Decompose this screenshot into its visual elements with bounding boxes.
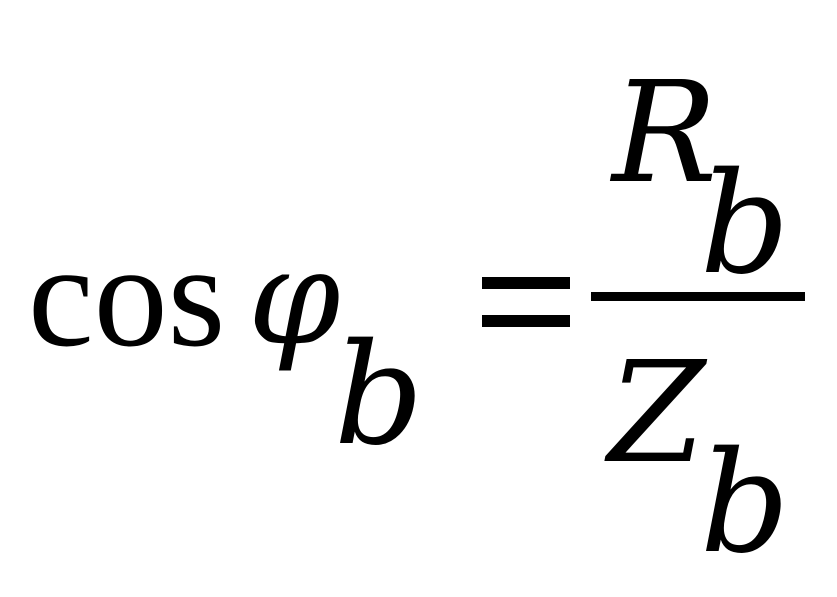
fraction-bar <box>591 292 805 301</box>
numerator-variable: R <box>612 52 718 215</box>
numerator-subscript: b <box>700 143 790 306</box>
cos-function: cos <box>28 214 226 378</box>
equals-sign-bottom-bar <box>482 315 570 327</box>
denominator-variable: Z <box>608 332 706 495</box>
equals-sign-top-bar <box>482 277 570 289</box>
phi-subscript: b <box>334 314 424 477</box>
denominator-subscript: b <box>700 422 790 585</box>
phi-symbol: φ <box>248 221 341 375</box>
